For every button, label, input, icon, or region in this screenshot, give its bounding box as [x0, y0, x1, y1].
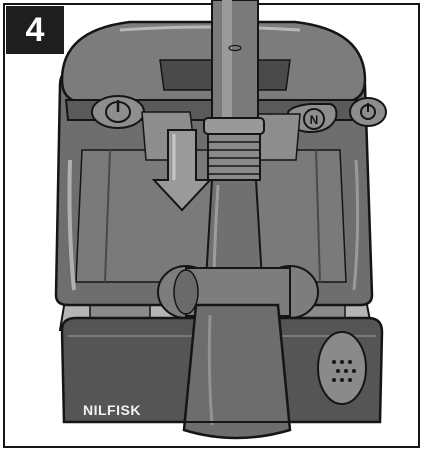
hose-coupling [203, 117, 265, 181]
nilfisk-logo-icon [303, 108, 325, 130]
floor-nozzle [60, 303, 384, 440]
power-button [91, 95, 145, 129]
nozzle-pedal [317, 331, 367, 405]
brand-button: N [286, 103, 338, 134]
indicator-button [349, 97, 387, 127]
brand-wordmark: NILFISK [83, 402, 141, 418]
down-arrow-icon [151, 129, 213, 212]
extension-tube [211, 0, 259, 126]
svg-text:N: N [310, 113, 319, 127]
step-number-badge: 4 [6, 6, 64, 54]
